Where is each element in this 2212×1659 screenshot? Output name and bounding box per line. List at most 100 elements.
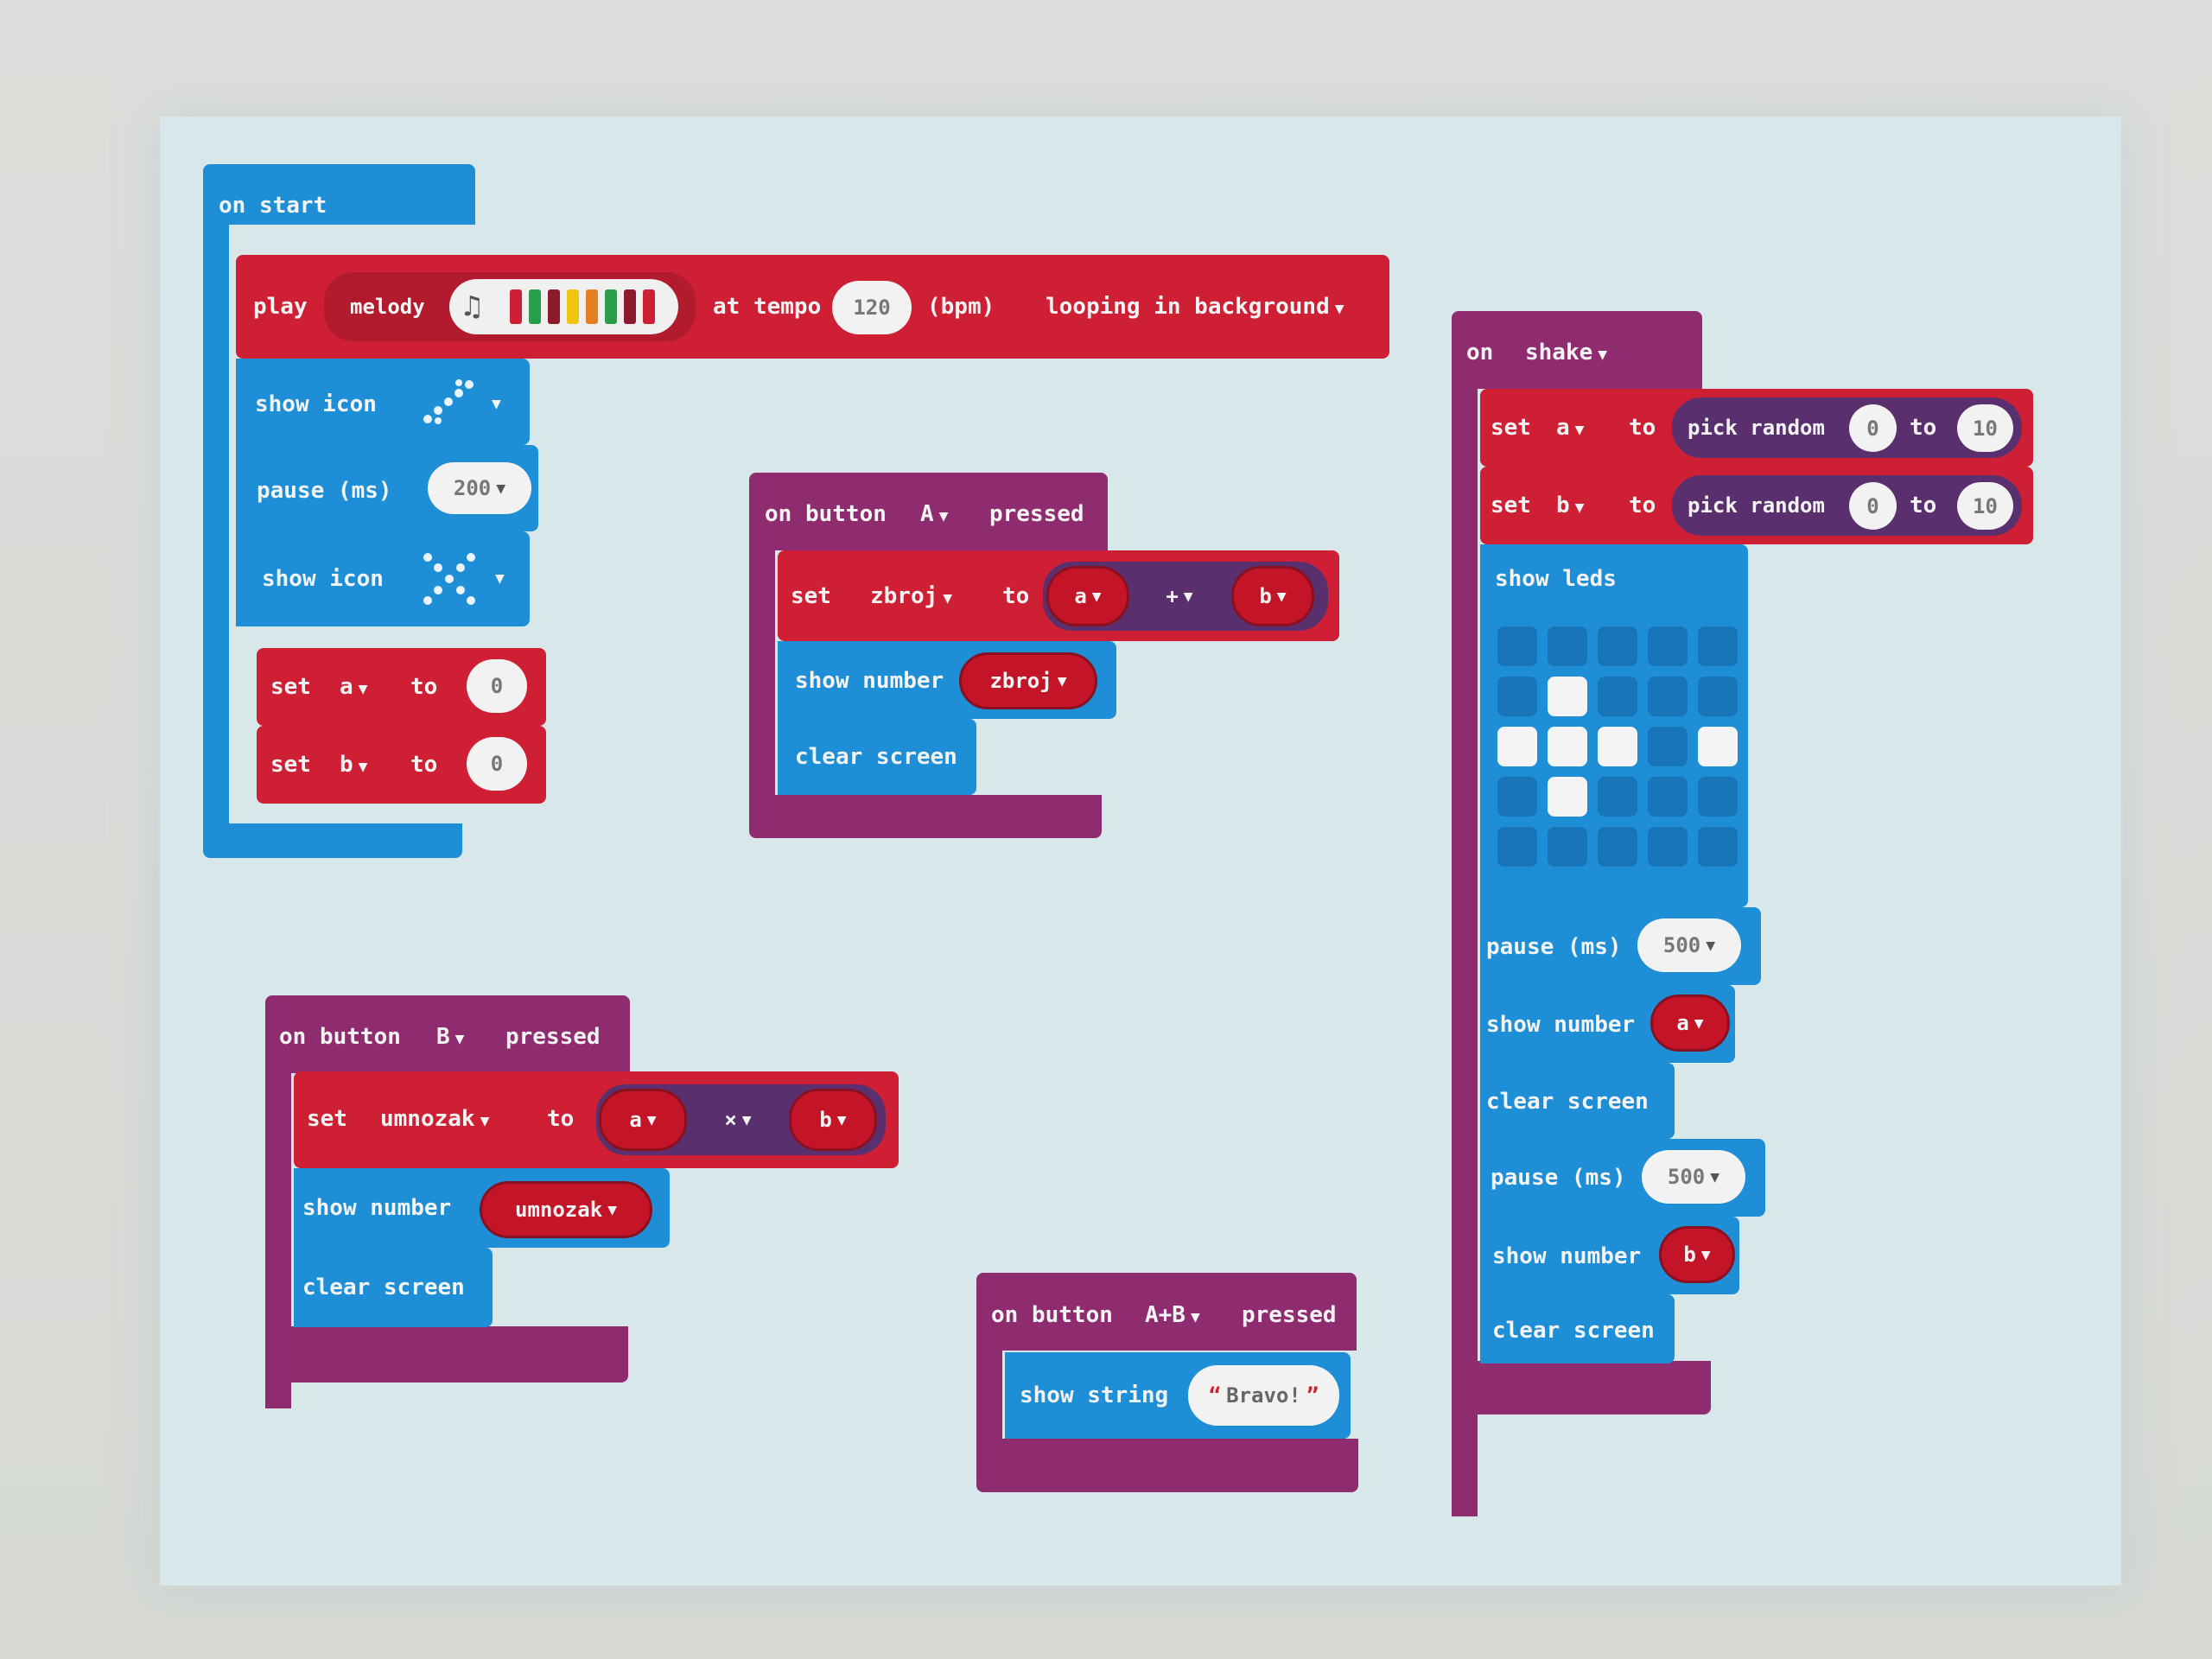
led-cell[interactable] [1648,827,1688,867]
set-a-random-var-dropdown[interactable]: a▼ [1556,415,1585,441]
led-cell[interactable] [1548,777,1587,817]
show-icon-block-1[interactable] [236,359,530,445]
show-number-umnozak-var[interactable]: umnozak▼ [480,1181,652,1238]
show-icon-label-1: show icon [255,391,377,417]
multiply-left-var[interactable]: a▼ [599,1089,687,1151]
pick-random-1-max-input[interactable]: 10 [1957,404,2013,452]
on-button-a-header[interactable] [749,473,1108,550]
chevron-down-icon[interactable]: ▼ [492,395,501,413]
set-b-value-input[interactable]: 0 [467,737,527,791]
melody-editor[interactable]: ♫ [449,279,678,334]
add-right-var[interactable]: b▼ [1231,566,1314,626]
led-cell[interactable] [1598,626,1637,666]
pause-dropdown-2[interactable]: 500▼ [1642,1150,1745,1204]
led-cell[interactable] [1698,626,1738,666]
set-umnozak-to-label: to [547,1106,575,1132]
set-a-var-dropdown[interactable]: a▼ [340,674,368,700]
on-button-b-header[interactable] [265,995,630,1073]
led-cell[interactable] [1698,827,1738,867]
led-cell[interactable] [1598,727,1637,766]
chevron-down-icon: ▼ [1334,300,1344,318]
on-button-ab-footer [976,1439,1358,1492]
pick-random-2-from-input[interactable]: 0 [1849,482,1897,530]
led-grid[interactable] [1497,626,1748,877]
music-note-icon: ♫ [463,289,481,324]
set-b-var-dropdown[interactable]: b▼ [340,752,368,778]
show-leds-label: show leds [1495,566,1617,592]
add-operator-dropdown[interactable]: +▼ [1141,566,1218,626]
melody-note-bar [624,289,636,324]
add-left-var[interactable]: a▼ [1046,566,1129,626]
led-cell[interactable] [1648,677,1688,716]
show-number-b-var[interactable]: b▼ [1659,1226,1735,1283]
show-number-zbroj-var[interactable]: zbroj▼ [959,652,1097,709]
pause-label-2: pause (ms) [1491,1165,1626,1191]
pick-random-1-to-label: to [1910,415,1937,441]
melody-note-bar [529,289,541,324]
clear-screen-shake-1-block[interactable] [1480,1063,1675,1139]
led-cell[interactable] [1497,626,1537,666]
led-cell[interactable] [1598,827,1637,867]
arrow-icon [423,379,474,424]
bpm-label: (bpm) [927,294,995,320]
melody-label: melody [350,295,425,319]
show-string-label: show string [1020,1382,1169,1408]
set-zbroj-set-label: set [791,583,831,609]
melody-note-bar [567,289,579,324]
led-cell[interactable] [1698,677,1738,716]
melody-note-bar [643,289,655,324]
pause-dropdown-1[interactable]: 500▼ [1637,918,1741,972]
pick-random-1-from-input[interactable]: 0 [1849,404,1897,452]
led-cell[interactable] [1548,626,1587,666]
led-cell[interactable] [1698,777,1738,817]
chevron-down-icon[interactable]: ▼ [495,569,505,588]
string-value-input[interactable]: “Bravo!” [1188,1365,1339,1426]
button-ab-dropdown[interactable]: A+B▼ [1145,1302,1200,1328]
pick-random-2[interactable]: pick random [1672,475,2022,536]
led-cell[interactable] [1648,777,1688,817]
led-cell[interactable] [1548,827,1587,867]
led-cell[interactable] [1648,626,1688,666]
chevron-down-icon: ▼ [607,1200,617,1219]
clear-screen-shake-2-block[interactable] [1480,1294,1675,1363]
led-cell[interactable] [1548,727,1587,766]
led-cell[interactable] [1497,677,1537,716]
workspace-canvas[interactable]: on start play melody ♫ at tempo 120 (bpm… [160,117,2121,1586]
led-cell[interactable] [1548,677,1587,716]
led-cell[interactable] [1497,777,1537,817]
pause-dropdown[interactable]: 200▼ [428,462,531,514]
button-b-dropdown[interactable]: B▼ [436,1024,465,1050]
button-a-dropdown[interactable]: A▼ [920,501,949,527]
led-cell[interactable] [1497,727,1537,766]
on-button-ab-header[interactable] [976,1273,1357,1351]
multiply-right-var[interactable]: b▼ [789,1089,877,1151]
on-start-header[interactable] [203,164,475,225]
gesture-dropdown[interactable]: shake▼ [1525,340,1608,365]
looping-dropdown[interactable]: looping in background▼ [1046,294,1344,320]
on-shake-header[interactable] [1452,311,1702,389]
show-icon-block-2[interactable] [236,531,530,626]
zbroj-var-dropdown[interactable]: zbroj▼ [870,583,953,609]
led-cell[interactable] [1648,727,1688,766]
led-cell[interactable] [1497,827,1537,867]
clear-screen-a-block[interactable] [778,719,976,795]
melody-note-bar [586,289,598,324]
umnozak-var-dropdown[interactable]: umnozak▼ [380,1106,490,1132]
pick-random-2-max-input[interactable]: 10 [1957,482,2013,530]
multiply-operator-dropdown[interactable]: ×▼ [696,1089,780,1151]
icon-dropdown-1[interactable] [419,376,480,428]
set-b-random-var-dropdown[interactable]: b▼ [1556,493,1585,518]
set-b-to-label: to [410,752,438,778]
on-button-b-footer [265,1326,628,1382]
pick-random-2-to-label: to [1910,493,1937,518]
icon-dropdown-2[interactable] [419,549,480,609]
led-cell[interactable] [1598,777,1637,817]
clear-screen-b-block[interactable] [294,1248,493,1327]
led-cell[interactable] [1698,727,1738,766]
on-button-a-rail [749,549,775,825]
on-button-ab-on-label: on button [991,1302,1113,1328]
tempo-input[interactable]: 120 [832,281,912,334]
set-a-value-input[interactable]: 0 [467,659,527,713]
led-cell[interactable] [1598,677,1637,716]
show-number-a-var[interactable]: a▼ [1650,995,1730,1052]
